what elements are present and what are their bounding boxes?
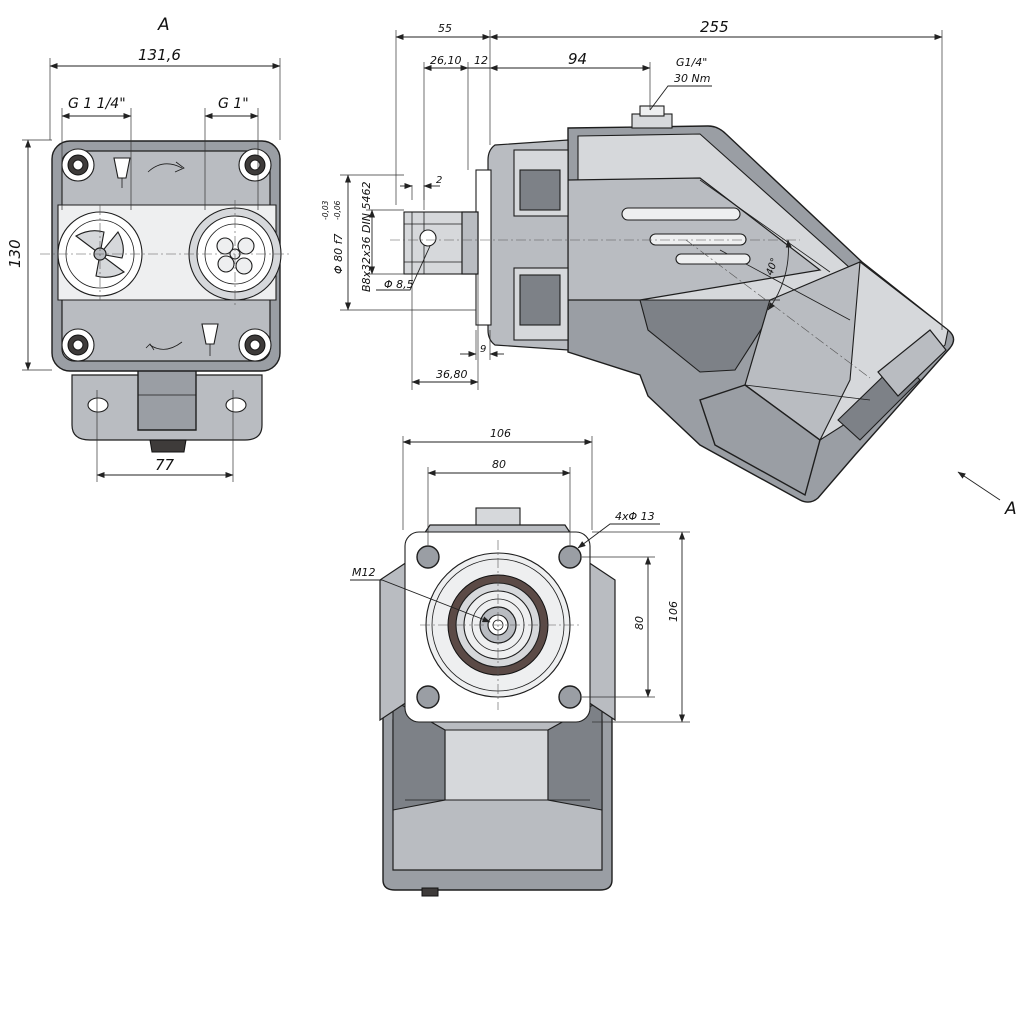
dim-255-label: 255: [700, 18, 729, 36]
tolerance-lower-label: -0,06: [333, 200, 342, 220]
flange-view: [350, 436, 690, 897]
dim-3680-label: 36,80: [436, 368, 468, 381]
view-label-top: A: [157, 15, 170, 35]
dim-9-label: 9: [480, 344, 486, 355]
drain-torque-label: 30 Nm: [674, 72, 710, 85]
pin-diameter-label: Φ 8,5: [384, 278, 414, 291]
height-dim-label: 130: [6, 239, 24, 268]
drain-thread-label: G1/4": [676, 56, 707, 69]
port-small-label: G 1": [218, 96, 249, 112]
front-bolts: [61, 148, 272, 362]
dim-2610-label: 26,10: [430, 54, 462, 67]
width-dim-label: 131,6: [138, 46, 181, 64]
flange-dim-106-top-label: 106: [490, 427, 511, 440]
holes-label: 4xΦ 13: [615, 510, 655, 523]
front-view: [22, 58, 290, 482]
dim-12-label: 12: [474, 54, 488, 67]
flange-dim-106-side-label: 106: [667, 601, 680, 622]
tolerance-upper-label: -0,03: [321, 200, 330, 220]
view-label-arrow: A: [1004, 499, 1017, 519]
side-view: [340, 30, 1001, 503]
flange-dim-80-side-label: 80: [633, 616, 646, 630]
flange-dim-80-top-label: 80: [492, 458, 506, 471]
spline-label: B8x32x36 DIN 5462: [360, 182, 373, 293]
dim-55-label: 55: [438, 22, 452, 35]
thread-label: M12: [352, 566, 376, 579]
port-large-label: G 1 1/4": [68, 96, 126, 112]
dim-94-label: 94: [568, 50, 587, 68]
dim-2-label: 2: [436, 175, 442, 186]
bolt-spacing-label: 77: [155, 456, 175, 474]
shaft-diameter-label: Φ 80 f7: [332, 233, 345, 274]
shaft: [403, 211, 479, 275]
